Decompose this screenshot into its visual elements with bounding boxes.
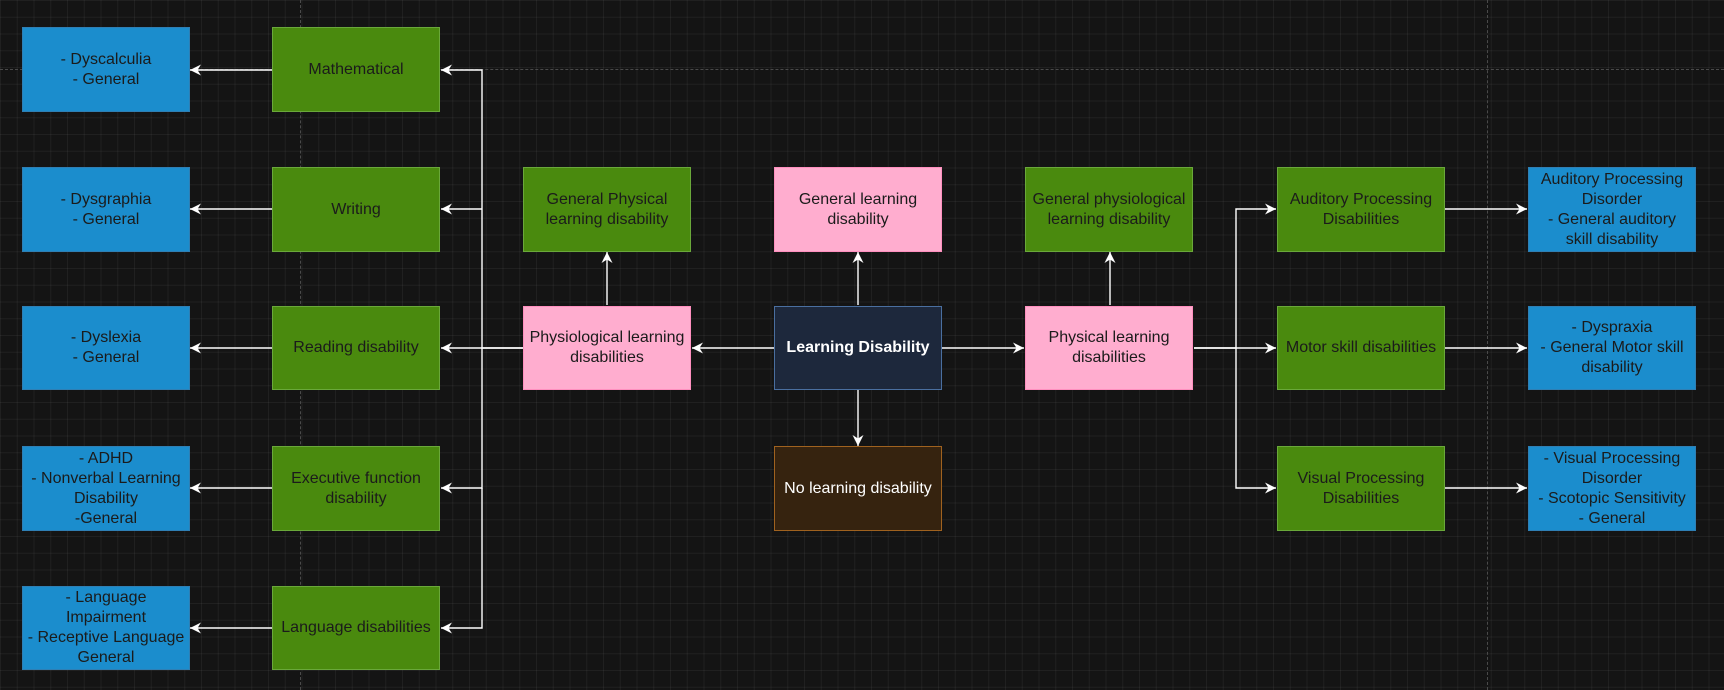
node-writing-detail[interactable]: - Dysgraphia - General (22, 167, 190, 252)
node-label: - Dysgraphia - General (60, 190, 152, 228)
edge-physiological-to-language (441, 488, 483, 634)
node-label: General Physical learning disability (545, 190, 669, 228)
node-label: Physiological learning disabilities (529, 329, 685, 366)
node-label: - Visual Processing Disorder - Scotopic … (1538, 449, 1686, 527)
node-executive-function-disability[interactable]: Executive function disability (272, 446, 440, 531)
node-label: - Dyspraxia - General Motor skill disabi… (1540, 319, 1684, 376)
node-general-learning-disability[interactable]: General learning disability (774, 167, 942, 252)
node-label: Writing (331, 200, 381, 218)
node-label: - ADHD - Nonverbal Learning Disability -… (31, 449, 181, 527)
node-math-detail[interactable]: - Dyscalculia - General (22, 27, 190, 112)
node-executive-detail[interactable]: - ADHD - Nonverbal Learning Disability -… (22, 446, 190, 531)
node-physiological-learning-disabilities[interactable]: Physiological learning disabilities (523, 306, 691, 390)
node-language-detail[interactable]: - Language Impairment - Receptive Langua… (22, 586, 190, 670)
node-mathematical[interactable]: Mathematical (272, 27, 440, 112)
node-label: - Language Impairment - Receptive Langua… (27, 589, 185, 666)
node-label: Reading disability (293, 339, 419, 356)
node-label: Physical learning disabilities (1048, 329, 1170, 366)
node-label: Language disabilities (281, 619, 431, 636)
node-visual-detail[interactable]: - Visual Processing Disorder - Scotopic … (1528, 446, 1696, 531)
page-guide-horizontal (0, 69, 1724, 70)
node-label: General learning disability (798, 190, 918, 228)
node-learning-disability-root[interactable]: Learning Disability (774, 306, 942, 390)
node-auditory-processing-disabilities[interactable]: Auditory Processing Disabilities (1277, 167, 1445, 252)
node-label: Executive function disability (291, 469, 421, 507)
node-general-physiological-learning-disability[interactable]: General physiological learning disabilit… (1025, 167, 1193, 252)
edge-physiological-to-executive (441, 348, 483, 494)
node-auditory-detail[interactable]: Auditory Processing Disorder - General a… (1528, 167, 1696, 252)
node-label: Auditory Processing Disorder - General a… (1540, 170, 1684, 248)
node-reading-disability[interactable]: Reading disability (272, 306, 440, 390)
node-label: Visual Processing Disabilities (1297, 469, 1425, 507)
node-label: - Dyscalculia - General (60, 50, 152, 88)
node-visual-processing-disabilities[interactable]: Visual Processing Disabilities (1277, 446, 1445, 531)
edge-physical-to-visual (1235, 348, 1276, 494)
node-label: General physiological learning disabilit… (1032, 190, 1186, 228)
node-label: Auditory Processing Disabilities (1289, 190, 1433, 228)
node-reading-detail[interactable]: - Dyslexia - General (22, 306, 190, 390)
node-motor-detail[interactable]: - Dyspraxia - General Motor skill disabi… (1528, 306, 1696, 390)
node-writing[interactable]: Writing (272, 167, 440, 252)
node-physical-learning-disabilities[interactable]: Physical learning disabilities (1025, 306, 1193, 390)
node-label: Learning Disability (786, 339, 930, 356)
node-label: No learning disability (784, 479, 932, 497)
node-general-physical-learning-disability[interactable]: General Physical learning disability (523, 167, 691, 252)
node-motor-skill-disabilities[interactable]: Motor skill disabilities (1277, 306, 1445, 390)
node-language-disabilities[interactable]: Language disabilities (272, 586, 440, 670)
page-guide-vertical-right (1487, 0, 1488, 690)
edge-physical-to-auditory (1194, 203, 1276, 349)
node-label: Motor skill disabilities (1285, 339, 1437, 356)
node-no-learning-disability[interactable]: No learning disability (774, 446, 942, 531)
node-label: Mathematical (308, 60, 404, 78)
node-label: - Dyslexia - General (70, 329, 142, 366)
